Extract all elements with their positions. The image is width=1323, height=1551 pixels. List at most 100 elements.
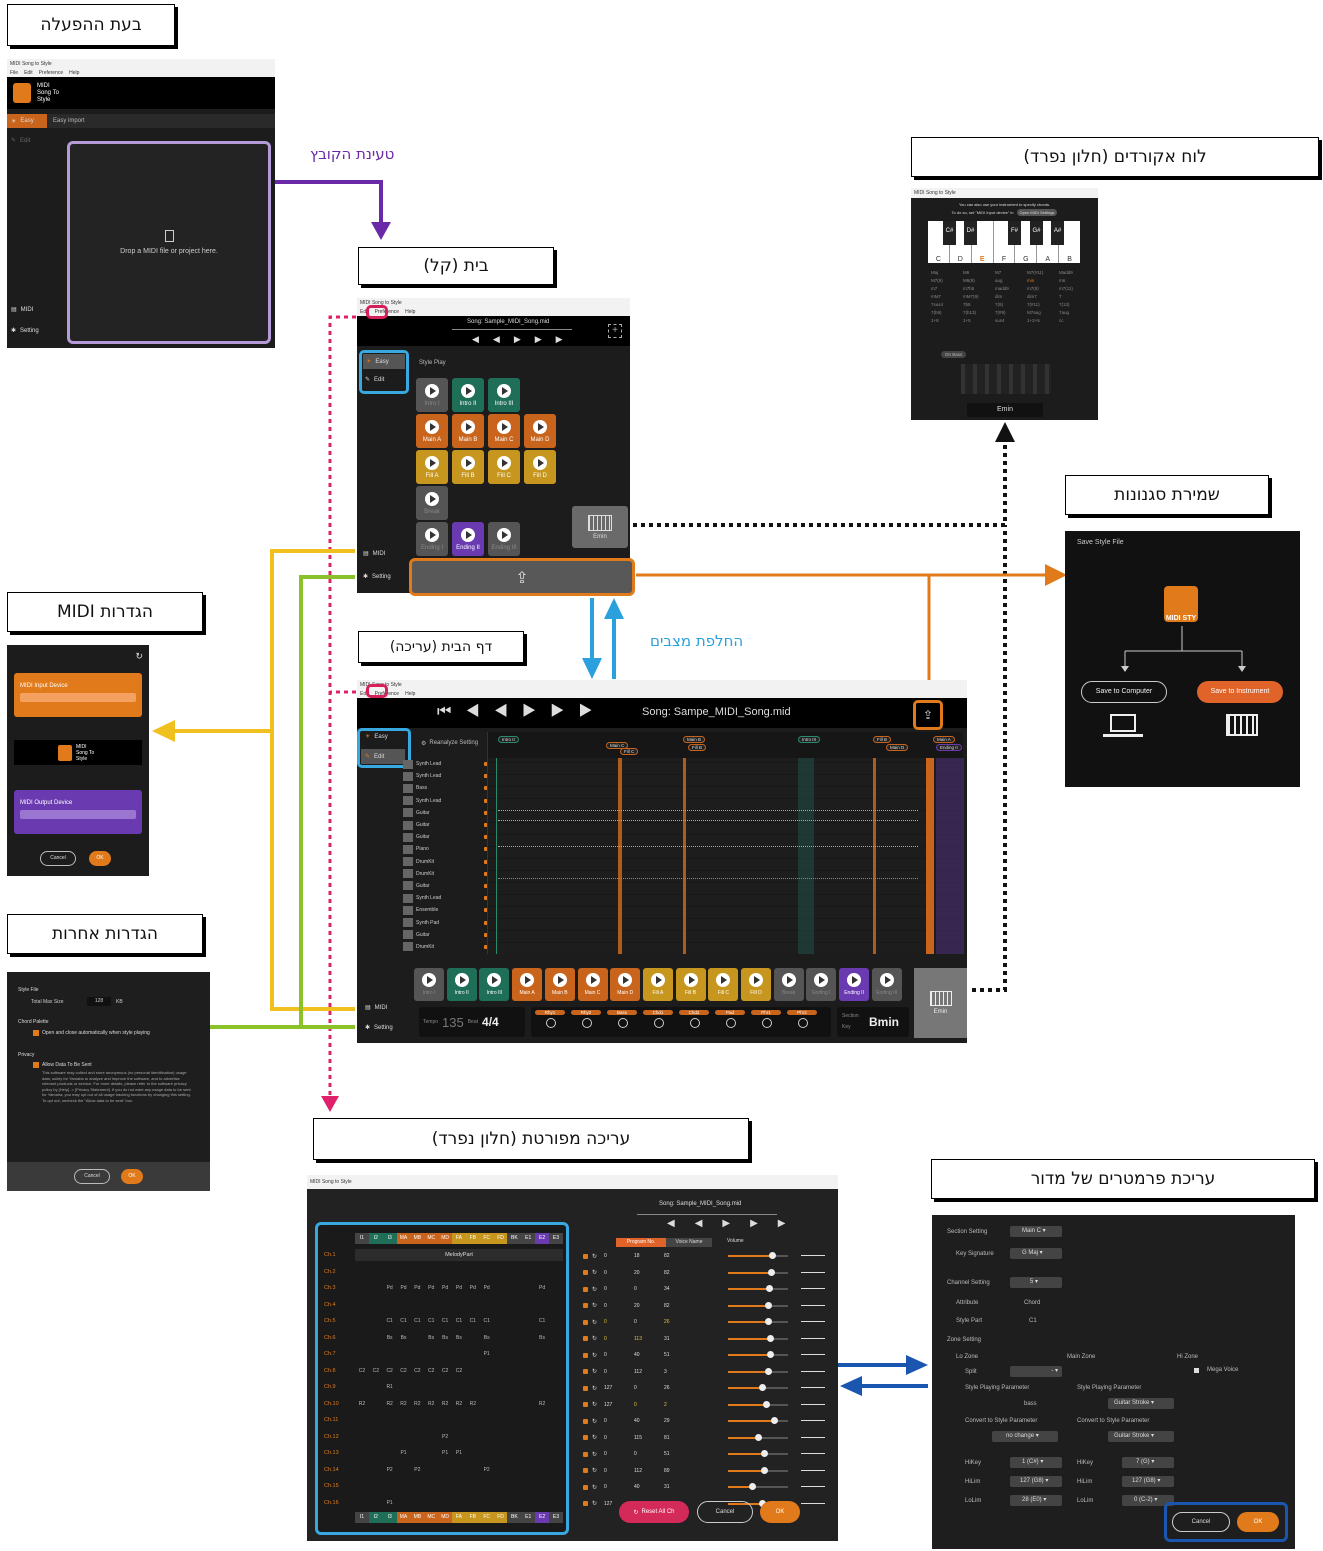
speaker-icon[interactable] <box>583 1468 588 1474</box>
open-close-checkbox[interactable] <box>33 1030 39 1036</box>
grid-cell[interactable]: C1 <box>483 1318 490 1325</box>
midi-input-select[interactable] <box>20 693 136 702</box>
key-a-sharp[interactable]: A# <box>1051 221 1064 245</box>
position-slider[interactable] <box>452 329 572 330</box>
part-control[interactable]: Phr1 <box>751 1010 783 1034</box>
column-head[interactable]: E1 <box>521 1233 536 1244</box>
refresh-icon[interactable]: ↻ <box>135 651 143 661</box>
on-bass-button[interactable]: On Bass <box>941 351 967 358</box>
section-tile[interactable]: Fill C <box>708 968 739 1001</box>
chord-type-item[interactable]: 7(13) <box>1059 302 1070 307</box>
beat-value[interactable]: 4/4 <box>482 1015 499 1029</box>
grid-cell[interactable]: R2 <box>469 1400 476 1407</box>
transport-controls[interactable]: ◀◀▶▶▶ <box>472 334 577 344</box>
section-tile[interactable]: Main B <box>544 968 575 1001</box>
speaker-icon[interactable] <box>484 823 488 828</box>
column-head[interactable]: I1 <box>355 1233 369 1244</box>
chord-type-item[interactable]: madd9 <box>995 286 1009 291</box>
section-tile[interactable]: Ending II <box>839 968 870 1001</box>
grid-cell[interactable]: C1 <box>538 1318 546 1325</box>
track-row[interactable]: DrumKit <box>403 856 488 868</box>
program-value[interactable]: 31 <box>664 1484 670 1491</box>
grid-cell[interactable]: Bs <box>456 1334 462 1341</box>
track-row[interactable]: Guitar <box>403 819 488 831</box>
chord-type-item[interactable]: mM7(9) <box>963 294 979 299</box>
program-value[interactable]: 51 <box>664 1352 670 1359</box>
tile-fill-b[interactable]: Fill B <box>452 450 484 484</box>
grid-cell[interactable]: C2 <box>386 1367 393 1374</box>
section-tile[interactable]: Main A <box>512 968 543 1001</box>
column-head[interactable]: MD <box>438 1233 453 1244</box>
column-head[interactable]: E2 <box>535 1233 550 1244</box>
nav-easy[interactable]: ☀Easy <box>363 354 405 369</box>
column-head[interactable]: MA <box>396 1233 411 1244</box>
grid-cell[interactable]: C1 <box>386 1318 393 1325</box>
volume-slider[interactable] <box>728 1351 788 1358</box>
speaker-icon[interactable] <box>484 944 488 949</box>
nav-edit[interactable]: ✎Edit <box>365 376 384 384</box>
chord-type-item[interactable]: 1+5 <box>963 318 971 323</box>
main-spp-select[interactable]: Guitar Stroke ▾ <box>1108 1398 1174 1409</box>
key-e[interactable]: E <box>972 221 994 263</box>
part-control[interactable]: Chd2 <box>679 1010 711 1034</box>
reset-channel-icon[interactable]: ↻ <box>592 1352 598 1359</box>
nav-midi[interactable]: ▤MIDI <box>11 306 33 314</box>
msb-value[interactable]: 0 <box>604 1286 607 1293</box>
reset-channel-icon[interactable]: ↻ <box>592 1468 598 1475</box>
main-hilim-select[interactable]: 127 (G8) ▾ <box>1122 1476 1174 1487</box>
reset-channel-icon[interactable]: ↻ <box>592 1501 598 1508</box>
program-value[interactable]: 89 <box>664 1467 670 1474</box>
grid-cell[interactable]: C1 <box>455 1318 463 1325</box>
chord-type-item[interactable]: min <box>1027 278 1035 283</box>
track-row[interactable]: Synth Lead <box>403 795 488 807</box>
lsb-value[interactable]: 40 <box>634 1484 640 1491</box>
speaker-icon[interactable] <box>484 932 488 937</box>
volume-knob[interactable] <box>764 1367 772 1375</box>
nav-easy[interactable]: ☀Easy <box>365 733 388 741</box>
chord-type-item[interactable]: Maj <box>931 270 939 275</box>
save-to-computer-button[interactable]: Save to Computer <box>1081 681 1167 703</box>
cancel-button[interactable]: Cancel <box>1172 1512 1230 1532</box>
chord-type-item[interactable]: 7b5 <box>963 302 971 307</box>
section-marker[interactable]: Intro II <box>498 736 519 743</box>
grid-cell[interactable]: P2 <box>386 1466 393 1473</box>
column-head[interactable]: FB <box>465 1512 480 1523</box>
chord-type-item[interactable]: 7aug <box>1059 310 1070 315</box>
section-tile[interactable]: Fill D <box>741 968 771 1001</box>
reset-channel-icon[interactable]: ↻ <box>592 1336 598 1343</box>
msb-value[interactable]: 0 <box>604 1418 607 1425</box>
chord-type-item[interactable]: dim <box>995 294 1003 299</box>
track-row[interactable]: Ensemble <box>403 904 488 916</box>
key-d-sharp[interactable]: D# <box>964 221 977 245</box>
chord-type-item[interactable]: m6 <box>1059 278 1066 283</box>
program-value[interactable]: 26 <box>664 1319 670 1326</box>
volume-knob[interactable] <box>767 1334 774 1342</box>
chord-type-item[interactable]: m7(11) <box>1059 286 1073 291</box>
speaker-icon[interactable] <box>583 1253 588 1259</box>
ok-button[interactable]: OK <box>89 851 111 866</box>
main-hikey-select[interactable]: 7 (G) ▾ <box>1122 1457 1174 1468</box>
reset-channel-icon[interactable]: ↻ <box>592 1402 598 1409</box>
cancel-button[interactable]: Cancel <box>74 1169 110 1184</box>
nav-midi[interactable]: ▤MIDI <box>363 550 385 558</box>
grid-cell[interactable]: C2 <box>441 1367 449 1374</box>
reset-channel-icon[interactable]: ↻ <box>592 1418 598 1425</box>
speaker-icon[interactable] <box>583 1303 588 1309</box>
chord-type-item[interactable]: Madd9 <box>1059 270 1073 275</box>
export-button[interactable]: ⇪ <box>913 700 943 730</box>
grid-cell[interactable]: C2 <box>372 1367 379 1374</box>
part-control[interactable]: Phr2 <box>787 1010 819 1034</box>
program-value[interactable]: 31 <box>664 1335 670 1342</box>
speaker-icon[interactable] <box>484 908 488 913</box>
grid-cell[interactable]: R2 <box>358 1400 366 1407</box>
ok-button[interactable]: OK <box>1237 1512 1279 1532</box>
